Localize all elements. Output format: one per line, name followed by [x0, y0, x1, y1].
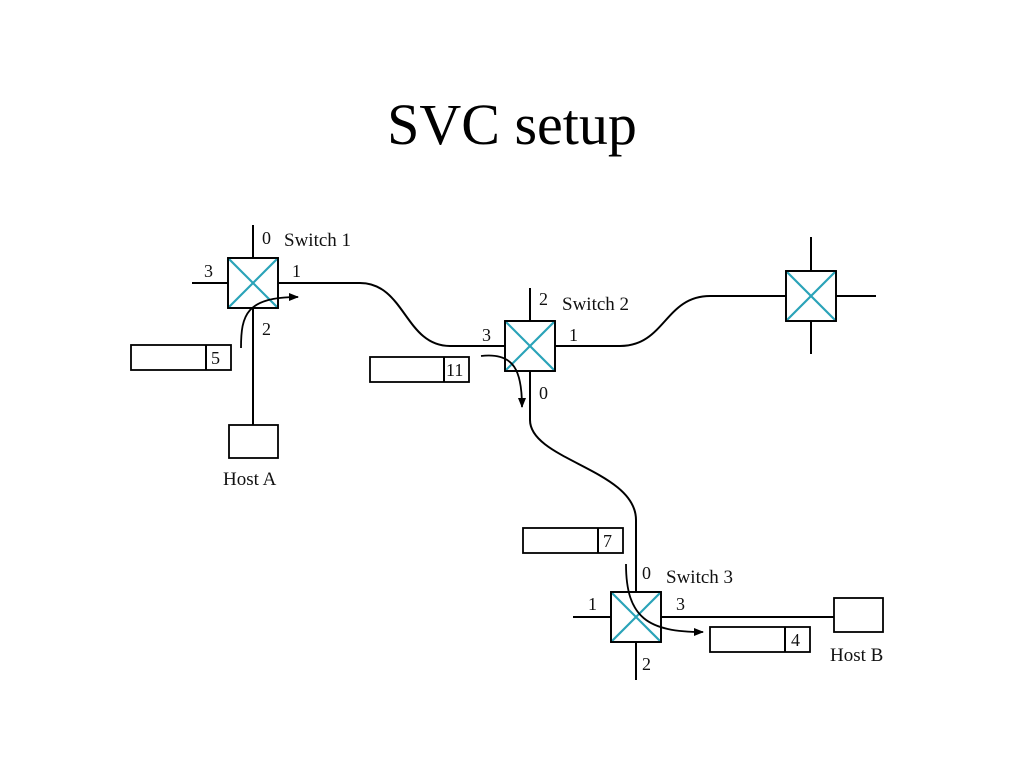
- vci-table-switch2: 11: [369, 356, 470, 383]
- switch-4: [785, 237, 876, 354]
- flow-arrow-switch3: [625, 563, 704, 636]
- switch-3-port-2: 2: [642, 654, 651, 674]
- switch-3: Switch 3 0 3 2 1: [573, 563, 834, 680]
- vci-table-switch1: 5: [130, 344, 232, 371]
- switch-2-port-1: 1: [569, 325, 578, 345]
- flow-arrow-switch2: [480, 354, 526, 408]
- switch-3-port-3: 3: [676, 594, 685, 614]
- host-b-box: [833, 597, 884, 633]
- host-b-label: Host B: [830, 645, 883, 666]
- link-switch2-switch3: [529, 371, 637, 593]
- slide-title: SVC setup: [387, 92, 637, 157]
- switch-3-label: Switch 3: [666, 567, 733, 588]
- switch-1-port-0: 0: [262, 228, 271, 248]
- vci-value: 4: [791, 630, 800, 650]
- switch-3-port-1: 1: [588, 594, 597, 614]
- vci-table-switch3-out: 4: [709, 626, 811, 653]
- switch-1-port-2: 2: [262, 319, 271, 339]
- vci-value: 11: [446, 360, 463, 380]
- switch-1: Switch 1 0 1 2 3: [192, 225, 351, 425]
- switch-1-label: Switch 1: [284, 230, 351, 251]
- host-a-label: Host A: [223, 469, 277, 490]
- link-switch1-switch2: [278, 282, 505, 347]
- link-switch2-switch4: [555, 295, 786, 347]
- switch-2-port-2: 2: [539, 289, 548, 309]
- switch-2: Switch 2 2 1 0 3: [482, 288, 629, 403]
- vci-value: 5: [211, 348, 220, 368]
- switch-2-port-0: 0: [539, 383, 548, 403]
- host-a: Host A: [223, 424, 279, 490]
- switch-1-port-1: 1: [292, 261, 301, 281]
- host-a-box: [228, 424, 279, 459]
- flow-arrow-switch1: [240, 293, 299, 349]
- switch-2-label: Switch 2: [562, 294, 629, 315]
- switch-2-port-3: 3: [482, 325, 491, 345]
- host-b: Host B: [830, 597, 884, 666]
- switch-1-port-3: 3: [204, 261, 213, 281]
- switch-3-port-0: 0: [642, 563, 651, 583]
- vci-table-switch3-in: 7: [522, 527, 624, 554]
- vci-value: 7: [603, 531, 612, 551]
